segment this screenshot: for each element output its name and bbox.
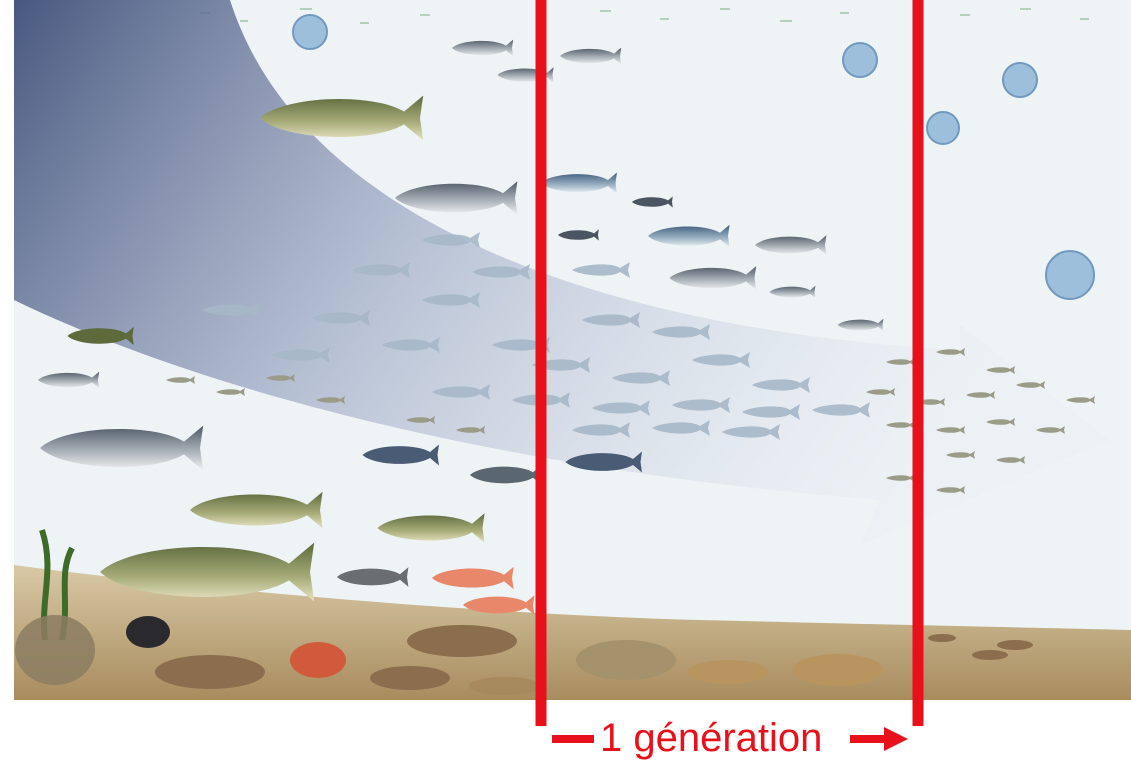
generation-bar-right — [850, 735, 890, 743]
flatfish-icon — [928, 634, 956, 642]
flatfish-icon — [997, 640, 1033, 650]
rock-cluster — [15, 615, 95, 685]
jellyfish-icon — [1045, 250, 1095, 300]
benthic-group — [15, 529, 1033, 695]
jellyfish-icon — [842, 42, 878, 78]
mussels-icon — [126, 616, 170, 648]
jellyfish-icon — [926, 111, 960, 145]
flatfish-icon — [972, 650, 1008, 660]
arrow-right-icon — [884, 727, 908, 751]
flatfish-icon — [688, 660, 768, 684]
generation-caption: 1 génération — [548, 712, 918, 764]
flatfish-icon — [407, 625, 517, 657]
generation-bar-left — [552, 735, 594, 743]
flatfish-icon — [370, 666, 450, 690]
crab-icon — [290, 642, 346, 678]
jellyfish-icon — [292, 14, 328, 50]
jellyfish-group — [292, 14, 1095, 300]
flatfish-icon — [155, 655, 265, 689]
jellyfish-icon — [1002, 62, 1038, 98]
flatfish-icon — [576, 640, 676, 680]
flatfish-icon — [793, 654, 883, 686]
flatfish-icon — [469, 677, 541, 695]
generation-label: 1 génération — [600, 716, 823, 760]
